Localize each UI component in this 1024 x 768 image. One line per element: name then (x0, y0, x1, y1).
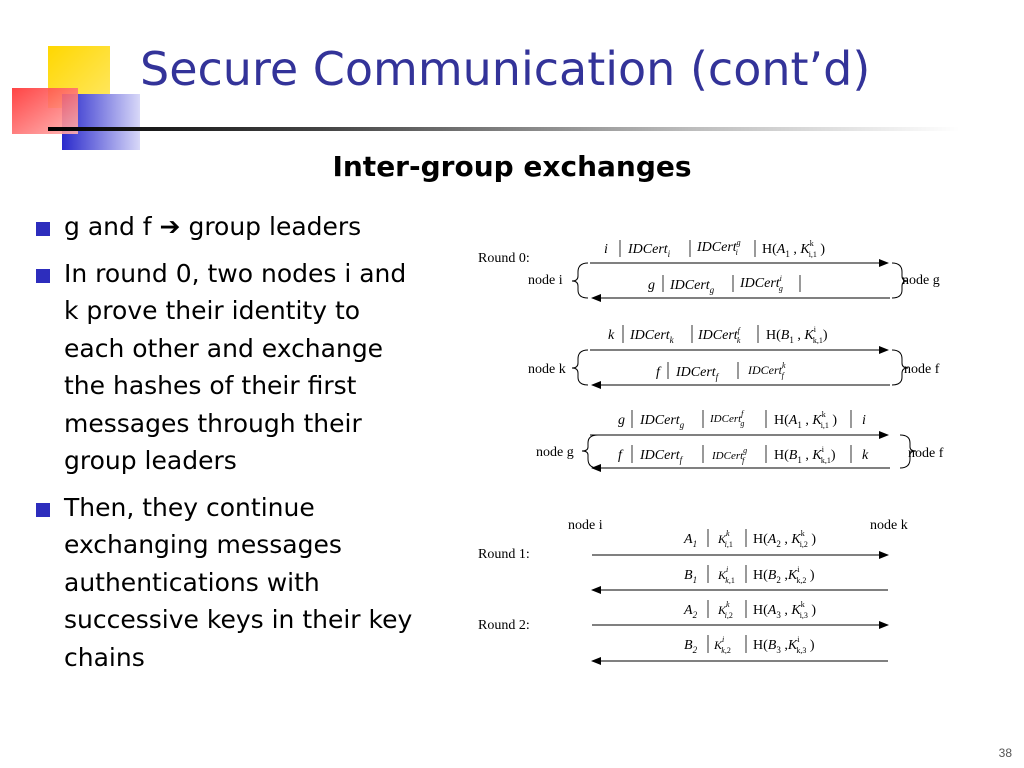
svg-text:IDCertk: IDCertk (629, 328, 675, 345)
node-g-label: node g (902, 273, 940, 288)
svg-text:g: g (648, 278, 655, 293)
slide-title: Secure Communication (cont’d) (140, 42, 871, 96)
svg-text:IDCertg: IDCertg (639, 413, 685, 430)
brace-right (899, 434, 917, 469)
template-logo (12, 46, 140, 150)
svg-text:IDCertf: IDCertf (675, 365, 720, 382)
svg-text:H(A1 , Kki,1 ): H(A1 , Kki,1 ) (762, 239, 825, 259)
svg-text:IDCertg: IDCertg (669, 278, 715, 295)
round0-label: Round 0: (478, 251, 530, 266)
svg-text:Kki,1: Kki,1 (717, 529, 733, 549)
bullet-text: In round 0, two nodes i and k prove thei… (64, 258, 407, 476)
round1-label: Round 1: (478, 547, 530, 562)
brace-left (571, 349, 589, 386)
svg-text:H(A1 , Kki,1 ): H(A1 , Kki,1 ) (774, 410, 837, 430)
svg-text:A2: A2 (683, 603, 698, 620)
node-g-label: node g (536, 445, 574, 460)
brace-left (571, 262, 589, 299)
svg-text:IDCerti: IDCerti (627, 242, 671, 259)
bullet-text: group leaders (180, 212, 362, 241)
bullet-text: Then, they continue exchanging messages … (64, 492, 413, 672)
bullet-item: Then, they continue exchanging messages … (34, 489, 414, 677)
bullet-item: In round 0, two nodes i and k prove thei… (34, 255, 414, 480)
node-f-label: node f (904, 362, 940, 377)
page-number: 38 (998, 746, 1012, 760)
svg-text:Kik,2: Kik,2 (713, 635, 731, 655)
svg-text:Kki,2: Kki,2 (717, 600, 733, 620)
node-i-label: node i (568, 518, 603, 533)
svg-text:A1: A1 (683, 532, 697, 549)
brace-right (891, 262, 909, 299)
node-i-label: node i (528, 273, 563, 288)
bullet-list: g and f ➔ group leaders In round 0, two … (34, 208, 414, 685)
svg-text:B2: B2 (684, 638, 698, 655)
bullet-square-icon (36, 502, 50, 517)
round2-label: Round 2: (478, 618, 530, 633)
node-k-label: node k (870, 518, 908, 533)
arrow-right-icon: ➔ (159, 212, 181, 241)
svg-text:i: i (862, 413, 866, 428)
svg-text:H(B3 ,Kik,3 ): H(B3 ,Kik,3 ) (753, 635, 815, 655)
bullet-text: g and f (64, 212, 160, 241)
bullet-square-icon (36, 268, 50, 283)
brace-left (581, 434, 599, 469)
svg-text:IDCertf: IDCertf (639, 448, 684, 465)
svg-text:f: f (656, 365, 662, 380)
svg-text:Kik,1: Kik,1 (717, 565, 735, 585)
bullet-square-icon (36, 222, 50, 236)
svg-text:g: g (618, 413, 625, 428)
bullet-item: g and f ➔ group leaders (34, 208, 414, 246)
svg-text:H(B2 ,Kik,2 ): H(B2 ,Kik,2 ) (753, 565, 815, 585)
svg-text:B1: B1 (684, 568, 697, 585)
svg-text:H(A3 , Kki,3 ): H(A3 , Kki,3 ) (753, 600, 816, 620)
node-k-label: node k (528, 362, 566, 377)
svg-text:H(A2 , Kki,2 ): H(A2 , Kki,2 ) (753, 529, 816, 549)
title-divider (48, 127, 960, 131)
svg-text:H(B1 , Kik,1): H(B1 , Kik,1) (774, 445, 836, 465)
svg-text:k: k (862, 448, 869, 463)
svg-text:i: i (604, 242, 608, 257)
node-f-label: node f (908, 446, 944, 461)
brace-right (891, 349, 909, 386)
svg-text:f: f (618, 448, 624, 463)
svg-text:k: k (608, 328, 615, 343)
svg-text:H(B1 , Kik,1): H(B1 , Kik,1) (766, 325, 828, 345)
slide-subtitle: Inter-group exchanges (332, 150, 692, 183)
